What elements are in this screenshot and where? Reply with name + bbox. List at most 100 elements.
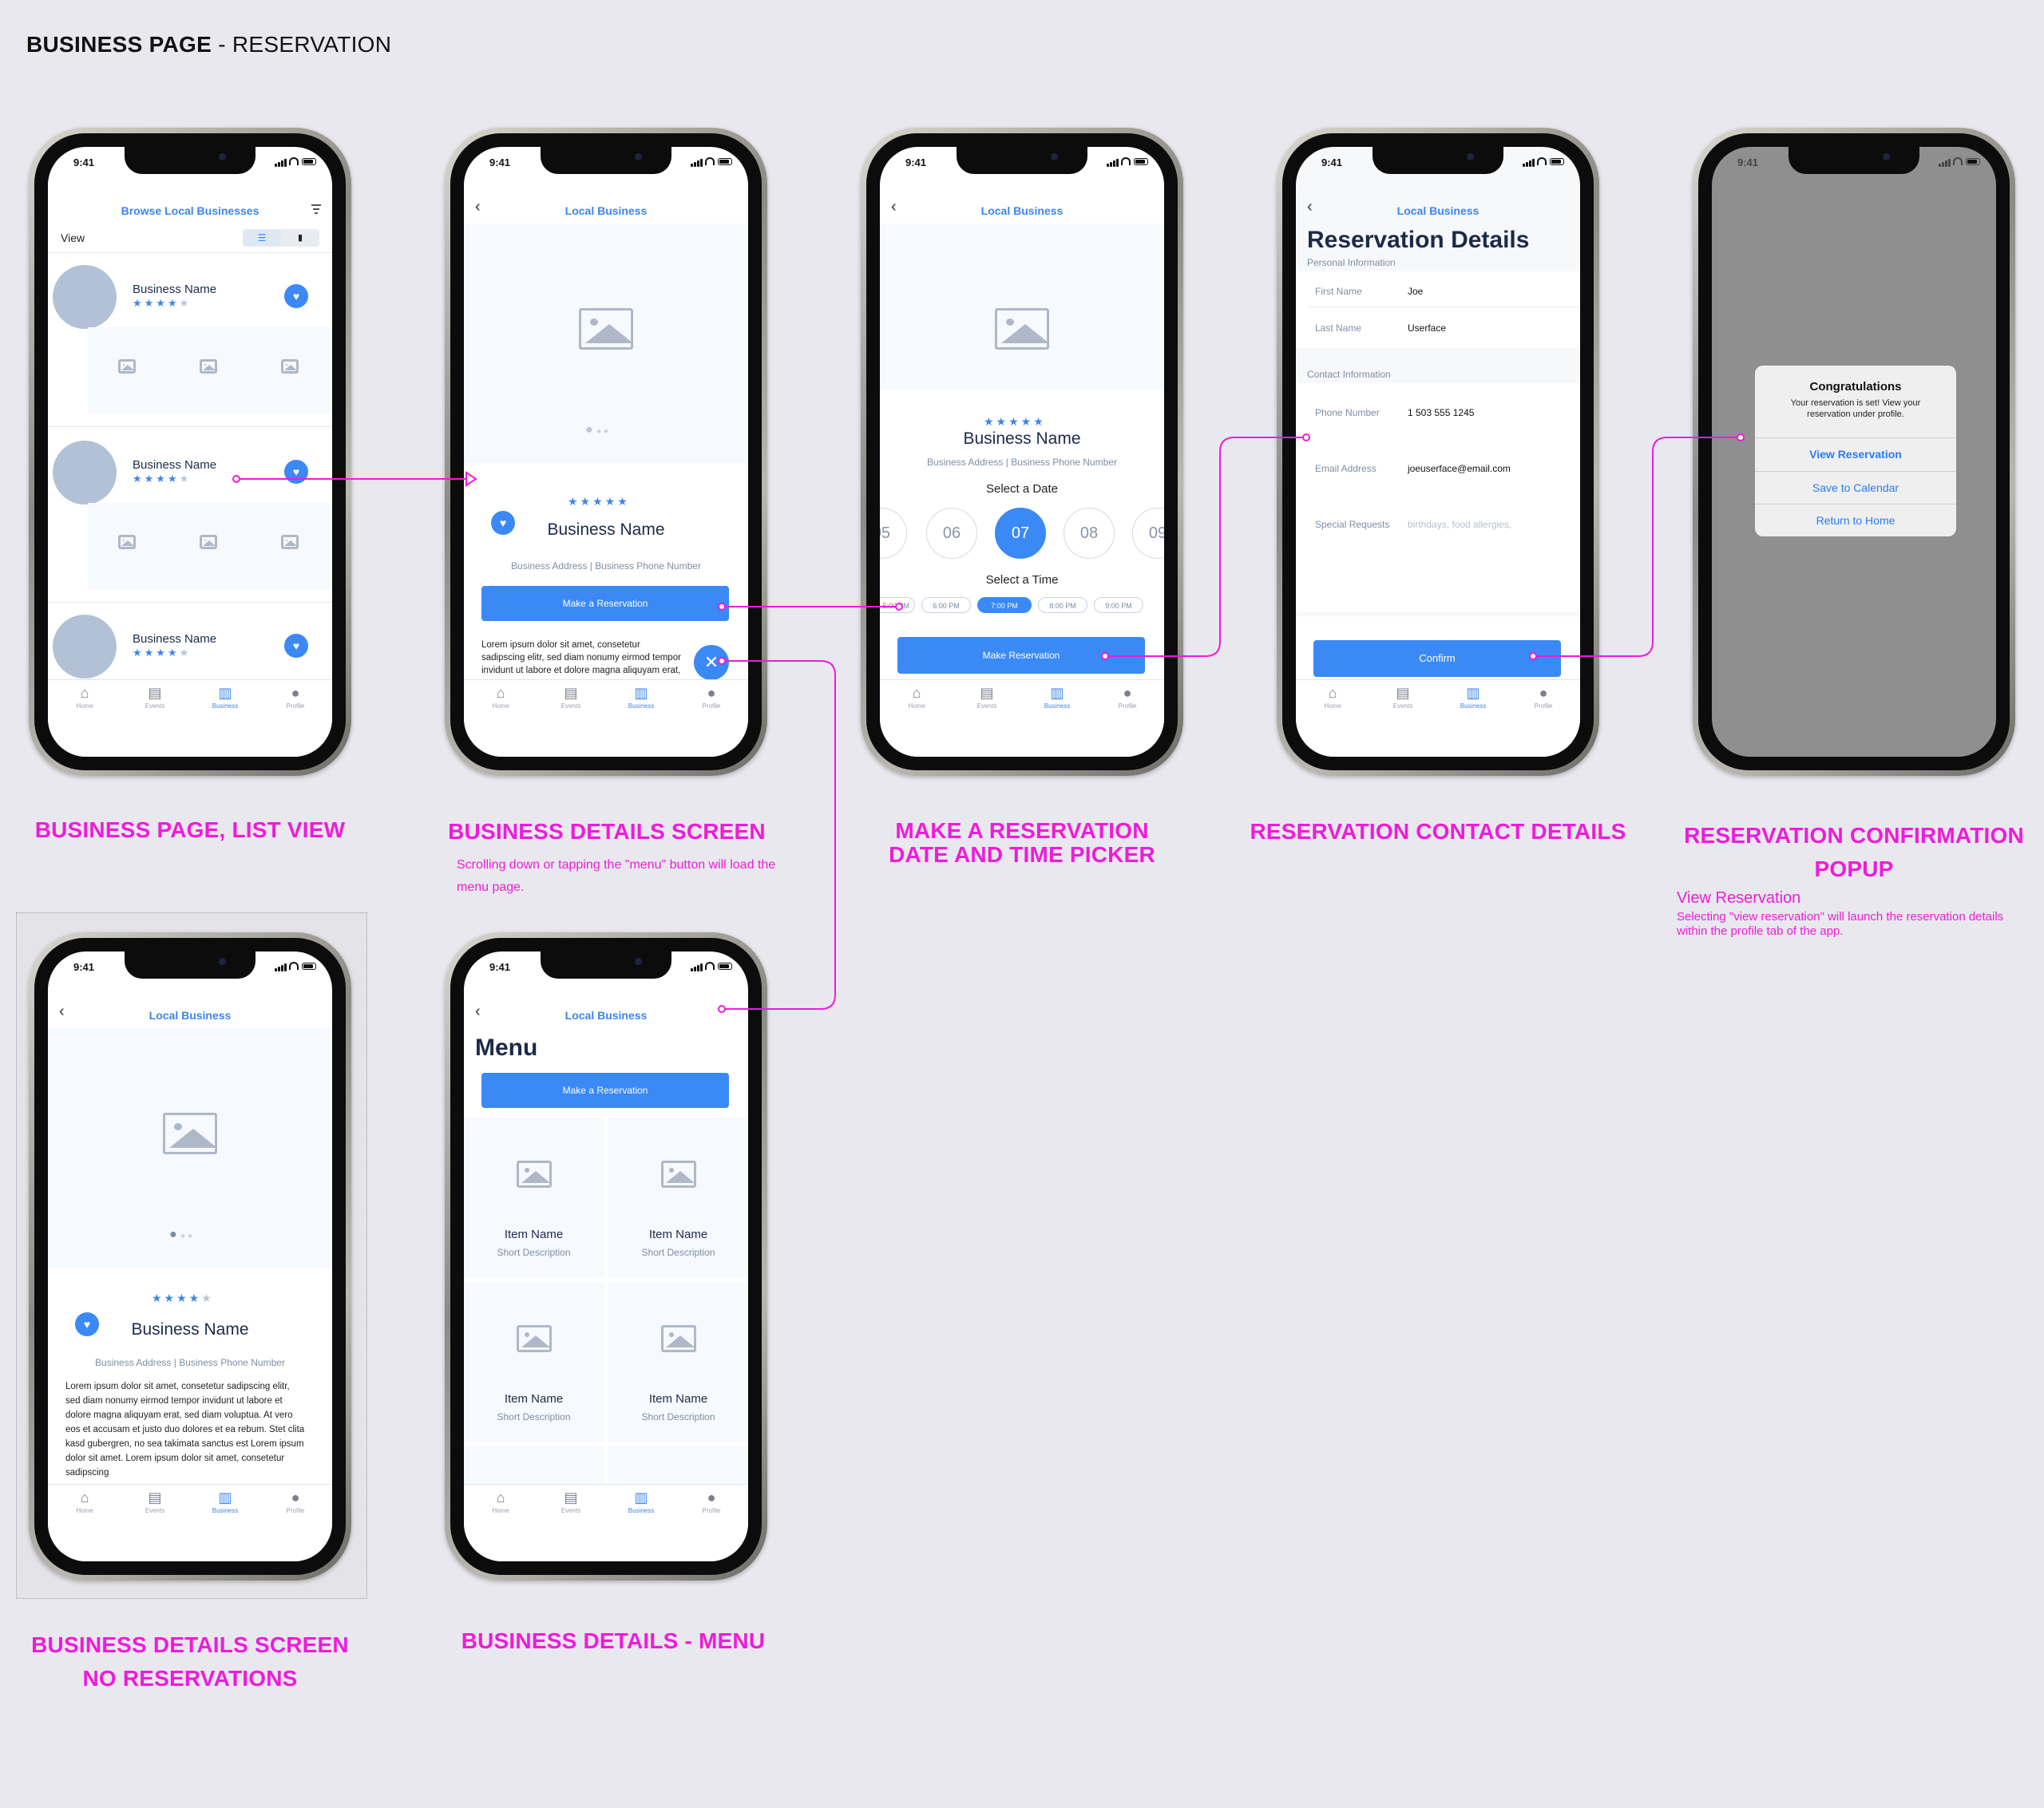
tab-home[interactable]: ⌂Home	[76, 685, 93, 710]
date-option[interactable]: 08	[1064, 508, 1115, 559]
menu-item[interactable]: Item Name Short Description	[464, 1118, 604, 1277]
carousel-dots[interactable]: ● ● ●	[169, 1228, 192, 1241]
first-name-field[interactable]: Joe	[1408, 286, 1424, 297]
time-option[interactable]: 6:00 PM	[921, 597, 971, 613]
tab-events[interactable]: ▤Events	[561, 1490, 581, 1514]
nav-title: Local Business	[149, 1009, 232, 1022]
phone-number-field[interactable]: 1 503 555 1245	[1408, 407, 1475, 418]
tab-business[interactable]: ▥Business	[628, 685, 655, 710]
back-chevron-icon[interactable]: ‹	[475, 198, 481, 216]
phone-business-details: 9:41 ‹ Local Business ● ● ● ♥ ★★★★★ Busi…	[445, 128, 767, 776]
time-option[interactable]: 5:00 PM	[880, 597, 915, 613]
confirm-button[interactable]: Confirm	[1313, 640, 1561, 677]
menu-item[interactable]: Item Name Short Description	[608, 1282, 748, 1442]
tab-business[interactable]: ▥Business	[628, 1490, 655, 1514]
tab-business[interactable]: ▥Business	[1460, 685, 1487, 710]
tab-profile[interactable]: ●Profile	[286, 685, 305, 710]
view-reservation-button[interactable]: View Reservation	[1809, 448, 1902, 461]
favorite-heart-icon[interactable]: ♥	[284, 284, 308, 308]
map-icon: ▥	[1050, 685, 1064, 701]
profile-icon: ●	[1539, 685, 1548, 701]
list-item[interactable]: Business Name ★★★★★ ♥	[48, 259, 332, 422]
business-address: Business Address | Business Phone Number	[927, 457, 1117, 468]
favorite-heart-icon[interactable]: ♥	[491, 511, 515, 535]
time-option[interactable]: 8:00 PM	[1038, 597, 1087, 613]
profile-icon: ●	[291, 685, 300, 701]
time-picker[interactable]: 5:00 PM 6:00 PM 7:00 PM 8:00 PM 9:00 PM	[880, 597, 1164, 616]
date-option-selected[interactable]: 07	[995, 508, 1046, 559]
map-icon: ▥	[218, 1490, 232, 1505]
carousel-dots[interactable]: ● ● ●	[585, 423, 608, 437]
tab-business[interactable]: ▥Business	[1044, 685, 1071, 710]
item-name: Item Name	[648, 1392, 708, 1406]
filter-icon[interactable]	[311, 204, 321, 214]
make-reservation-button[interactable]: Make a Reservation	[481, 586, 729, 621]
date-option[interactable]: 06	[926, 508, 977, 559]
hero-image: ● ● ●	[48, 1028, 332, 1268]
last-name-field[interactable]: Userface	[1408, 322, 1447, 334]
date-picker[interactable]: 05 06 07 08 09	[880, 506, 1164, 562]
phone-list-view: 9:41 Browse Local Businesses View ☰ ▮ Bu…	[29, 128, 351, 776]
list-item[interactable]: Business Name ★★★★★ ♥	[48, 608, 332, 688]
page-heading: Menu	[475, 1035, 538, 1061]
tab-events[interactable]: ▤Events	[145, 685, 165, 710]
tab-home[interactable]: ⌂Home	[1324, 685, 1341, 710]
list-view-icon[interactable]: ☰	[243, 230, 281, 246]
map-view-icon[interactable]: ▮	[297, 233, 303, 243]
calendar-icon: ▤	[564, 685, 578, 701]
time-option[interactable]: 9:00 PM	[1094, 597, 1143, 613]
menu-utensils-icon[interactable]: ✕	[694, 645, 729, 680]
tab-profile[interactable]: ●Profile	[1118, 685, 1137, 710]
tab-events[interactable]: ▤Events	[1392, 685, 1413, 710]
tab-events[interactable]: ▤Events	[976, 685, 997, 710]
tab-events[interactable]: ▤Events	[561, 685, 581, 710]
tab-profile[interactable]: ●Profile	[702, 1490, 721, 1514]
screen-date-time-picker: 9:41 ‹ Local Business ★★★★★ Business Nam…	[880, 147, 1164, 757]
favorite-heart-icon[interactable]: ♥	[284, 460, 308, 484]
business-name: Business Name	[133, 458, 217, 472]
special-requests-field[interactable]: birthdays, food allergies,	[1408, 519, 1512, 530]
list-item[interactable]: Business Name ★★★★★ ♥	[48, 434, 332, 598]
back-chevron-icon[interactable]: ‹	[59, 1003, 65, 1020]
favorite-heart-icon[interactable]: ♥	[284, 634, 308, 658]
tab-home[interactable]: ⌂Home	[76, 1490, 93, 1514]
phone-no-reservations: 9:41 ‹ Local Business ● ● ● ♥ ★★★★★ Busi…	[29, 932, 351, 1581]
tab-business[interactable]: ▥Business	[212, 685, 239, 710]
save-to-calendar-button[interactable]: Save to Calendar	[1812, 481, 1899, 494]
make-reservation-button[interactable]: Make Reservation	[897, 637, 1145, 674]
favorite-heart-icon[interactable]: ♥	[75, 1312, 99, 1336]
tab-events[interactable]: ▤Events	[145, 1490, 165, 1514]
tab-business[interactable]: ▥Business	[212, 1490, 239, 1514]
image-placeholder-icon	[517, 1161, 552, 1188]
profile-icon: ●	[707, 685, 716, 701]
back-chevron-icon[interactable]: ‹	[891, 198, 897, 216]
tab-profile[interactable]: ●Profile	[286, 1490, 305, 1514]
back-chevron-icon[interactable]: ‹	[1307, 198, 1313, 216]
back-chevron-icon[interactable]: ‹	[475, 1003, 481, 1020]
menu-item[interactable]: Item Name Short Description	[464, 1282, 604, 1442]
tab-profile[interactable]: ●Profile	[702, 685, 721, 710]
date-option[interactable]: 09	[1132, 508, 1164, 559]
screen-business-details: 9:41 ‹ Local Business ● ● ● ♥ ★★★★★ Busi…	[464, 147, 748, 757]
view-toggle[interactable]: ☰ ▮	[243, 229, 319, 247]
tab-home[interactable]: ⌂Home	[492, 685, 509, 710]
profile-icon: ●	[1123, 685, 1132, 701]
image-placeholder-icon	[118, 535, 136, 549]
home-icon: ⌂	[80, 1490, 89, 1505]
phone-date-time-picker: 9:41 ‹ Local Business ★★★★★ Business Nam…	[861, 128, 1183, 776]
date-option[interactable]: 05	[880, 508, 907, 559]
menu-item[interactable]: Item Name Short Description	[608, 1118, 748, 1277]
tab-home[interactable]: ⌂Home	[908, 685, 925, 710]
image-placeholder-icon	[661, 1325, 696, 1352]
time-option-selected[interactable]: 7:00 PM	[977, 597, 1032, 613]
email-address-field[interactable]: joeuserface@email.com	[1408, 463, 1511, 474]
tab-home[interactable]: ⌂Home	[492, 1490, 509, 1514]
phone-menu: 9:41 ‹ Local Business Menu Make a Reserv…	[445, 932, 767, 1581]
confirmation-dialog: Congratulations Your reservation is set!…	[1755, 366, 1956, 536]
note-view-reservation-title: View Reservation	[1677, 889, 1801, 907]
make-reservation-button[interactable]: Make a Reservation	[481, 1073, 729, 1108]
tab-bar: ⌂Home ▤Events ▥Business ●Profile	[880, 679, 1164, 757]
return-to-home-button[interactable]: Return to Home	[1816, 514, 1895, 527]
tab-profile[interactable]: ●Profile	[1534, 685, 1553, 710]
